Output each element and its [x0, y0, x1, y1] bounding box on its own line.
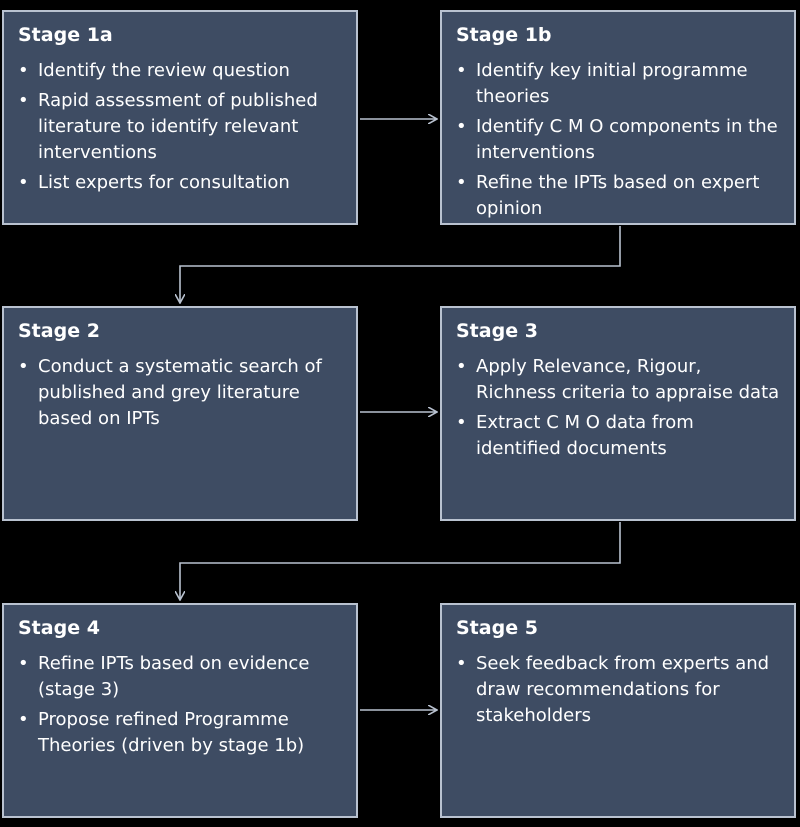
bullet-icon: •: [18, 60, 29, 81]
bullet-icon: •: [18, 90, 29, 111]
bullet-icon: •: [18, 709, 29, 730]
stage-2-box: Stage 2 • Conduct a systematic search of …: [2, 306, 358, 521]
stage-1a-item-text: Rapid assessment of published literature…: [38, 90, 318, 163]
bullet-icon: •: [18, 356, 29, 377]
arrow-1b-to-2: [180, 226, 621, 303]
bullet-icon: •: [456, 356, 467, 377]
bullet-icon: •: [456, 172, 467, 193]
stage-1b-item: • Refine the IPTs based on expert opinion: [456, 170, 784, 222]
bullet-icon: •: [456, 116, 467, 137]
stage-1a-box: Stage 1a • Identify the review question •…: [2, 10, 358, 225]
stage-1b-item-text: Refine the IPTs based on expert opinion: [476, 172, 760, 219]
stage-4-box: Stage 4 • Refine IPTs based on evidence (…: [2, 603, 358, 818]
stage-1a-item-text: List experts for consultation: [38, 172, 290, 193]
stage-3-item: • Apply Relevance, Rigour, Richness crite…: [456, 354, 784, 406]
stage-4-item-text: Refine IPTs based on evidence (stage 3): [38, 653, 310, 700]
bullet-icon: •: [456, 412, 467, 433]
bullet-icon: •: [18, 653, 29, 674]
stage-1a-item: • Rapid assessment of published literatur…: [18, 88, 346, 166]
stage-1b-item-text: Identify C M O components in the interve…: [476, 116, 778, 163]
stage-4-item: • Refine IPTs based on evidence (stage 3): [18, 651, 346, 703]
stage-1b-item: • Identify key initial programme theories: [456, 58, 784, 110]
stage-1b-list: • Identify key initial programme theories…: [456, 58, 784, 222]
stage-3-list: • Apply Relevance, Rigour, Richness crite…: [456, 354, 784, 462]
bullet-icon: •: [456, 653, 467, 674]
stage-4-list: • Refine IPTs based on evidence (stage 3)…: [18, 651, 346, 759]
stage-5-box: Stage 5 • Seek feedback from experts and …: [440, 603, 796, 818]
stage-2-item-text: Conduct a systematic search of published…: [38, 356, 322, 429]
stage-4-item: • Propose refined Programme Theories (dri…: [18, 707, 346, 759]
stage-2-list: • Conduct a systematic search of publishe…: [18, 354, 346, 432]
stage-1b-box: Stage 1b • Identify key initial programme…: [440, 10, 796, 225]
bullet-icon: •: [456, 60, 467, 81]
stage-1b-title: Stage 1b: [456, 24, 552, 46]
stage-5-item: • Seek feedback from experts and draw rec…: [456, 651, 784, 729]
stage-3-item: • Extract C M O data from identified docu…: [456, 410, 784, 462]
stage-4-title: Stage 4: [18, 617, 100, 639]
stage-1a-title: Stage 1a: [18, 24, 113, 46]
stage-1a-item-text: Identify the review question: [38, 60, 290, 81]
stage-2-title: Stage 2: [18, 320, 100, 342]
stage-1a-item: • Identify the review question: [18, 58, 346, 84]
stage-3-item-text: Extract C M O data from identified docum…: [476, 412, 694, 459]
stage-3-title: Stage 3: [456, 320, 538, 342]
stage-1b-item-text: Identify key initial programme theories: [476, 60, 748, 107]
stage-5-item-text: Seek feedback from experts and draw reco…: [476, 653, 770, 726]
stage-1a-item: • List experts for consultation: [18, 170, 346, 196]
stage-4-item-text: Propose refined Programme Theories (driv…: [38, 709, 305, 756]
stage-3-box: Stage 3 • Apply Relevance, Rigour, Richne…: [440, 306, 796, 521]
stage-5-list: • Seek feedback from experts and draw rec…: [456, 651, 784, 729]
stage-2-item: • Conduct a systematic search of publishe…: [18, 354, 346, 432]
stage-1a-list: • Identify the review question • Rapid ass…: [18, 58, 346, 196]
stage-5-title: Stage 5: [456, 617, 538, 639]
arrow-3-to-4: [180, 522, 621, 600]
stage-3-item-text: Apply Relevance, Rigour, Richness criter…: [476, 356, 780, 403]
stage-1b-item: • Identify C M O components in the interv…: [456, 114, 784, 166]
bullet-icon: •: [18, 172, 29, 193]
